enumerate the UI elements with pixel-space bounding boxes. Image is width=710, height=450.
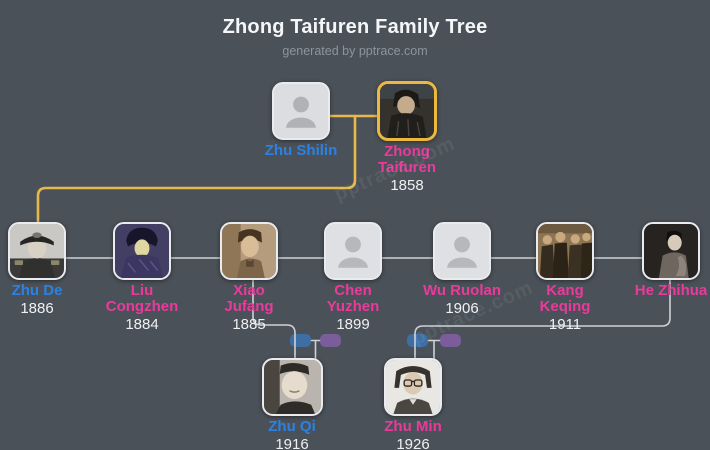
collapsed-spouse-node-icon[interactable] (440, 334, 461, 347)
person-name: Xiao (233, 282, 265, 299)
portrait-illustration (10, 224, 64, 278)
person-node-zhu-shilin[interactable]: Zhu Shilin (246, 82, 356, 159)
portrait-illustration (115, 224, 169, 278)
avatar-placeholder[interactable] (272, 82, 330, 140)
collapsed-child-node-icon[interactable] (407, 334, 428, 347)
avatar-photo-highlighted[interactable] (377, 81, 437, 141)
page-subtitle: generated by pptrace.com (282, 44, 428, 58)
avatar-photo[interactable] (220, 222, 278, 280)
person-year: 1899 (336, 316, 370, 333)
person-node-kang-keqing[interactable]: Kang Keqing 1911 (510, 222, 620, 333)
portrait-illustration (386, 360, 440, 414)
person-name: Wu Ruolan (422, 282, 502, 299)
avatar-photo[interactable] (261, 358, 323, 416)
portrait-illustration (538, 224, 592, 278)
person-name: Zhu Qi (268, 418, 316, 435)
avatar-photo[interactable] (8, 222, 66, 280)
person-name-line2: Congzhen (105, 298, 179, 315)
avatar-photo[interactable] (536, 222, 594, 280)
person-silhouette-icon (435, 224, 489, 278)
person-name-line2: Taifuren (377, 159, 437, 176)
person-node-zhong-taifuren[interactable]: Zhong Taifuren 1858 (352, 81, 462, 194)
avatar-photo[interactable] (642, 222, 700, 280)
person-node-liu-congzhen[interactable]: Liu Congzhen 1884 (87, 222, 197, 333)
person-node-zhu-qi[interactable]: Zhu Qi 1916 (237, 358, 347, 450)
header: Zhong Taifuren Family Tree generated by … (0, 16, 710, 58)
person-silhouette-icon (274, 84, 328, 138)
person-name: Zhu De (11, 282, 63, 299)
person-name: Zhu Min (384, 418, 442, 435)
person-name: Liu (130, 282, 154, 299)
avatar-photo[interactable] (113, 222, 171, 280)
person-node-chen-yuzhen[interactable]: Chen Yuzhen 1899 (298, 222, 408, 333)
person-node-he-zhihua[interactable]: He Zhihua (616, 222, 710, 299)
person-node-wu-ruolan[interactable]: Wu Ruolan 1906 (407, 222, 517, 317)
person-node-zhu-min[interactable]: Zhu Min 1926 (358, 358, 468, 450)
person-year: 1911 (548, 316, 582, 333)
avatar-photo[interactable] (384, 358, 442, 416)
person-year: 1916 (275, 436, 309, 450)
person-name: Zhong (384, 143, 430, 160)
person-node-zhu-de[interactable]: Zhu De 1886 (0, 222, 92, 317)
portrait-illustration (263, 360, 321, 414)
person-name: Zhu Shilin (264, 142, 338, 159)
avatar-placeholder[interactable] (433, 222, 491, 280)
avatar-placeholder[interactable] (324, 222, 382, 280)
portrait-illustration (380, 84, 434, 138)
collapsed-child-node-icon[interactable] (290, 334, 311, 347)
person-node-xiao-jufang[interactable]: Xiao Jufang 1885 (194, 222, 304, 333)
page-title: Zhong Taifuren Family Tree (222, 16, 488, 38)
portrait-illustration (222, 224, 276, 278)
person-year: 1926 (396, 436, 430, 450)
person-name-line2: Yuzhen (326, 298, 380, 315)
person-name: He Zhihua (634, 282, 708, 299)
collapsed-spouse-node-icon[interactable] (320, 334, 341, 347)
person-year: 1858 (390, 177, 424, 194)
person-name-line2: Keqing (539, 298, 591, 315)
person-year: 1886 (20, 300, 54, 317)
person-silhouette-icon (326, 224, 380, 278)
person-name: Chen (334, 282, 372, 299)
person-year: 1885 (232, 316, 266, 333)
person-year: 1884 (125, 316, 159, 333)
portrait-illustration (644, 224, 698, 278)
person-name-line2: Jufang (224, 298, 274, 315)
person-name: Kang (546, 282, 584, 299)
person-year: 1906 (445, 300, 479, 317)
